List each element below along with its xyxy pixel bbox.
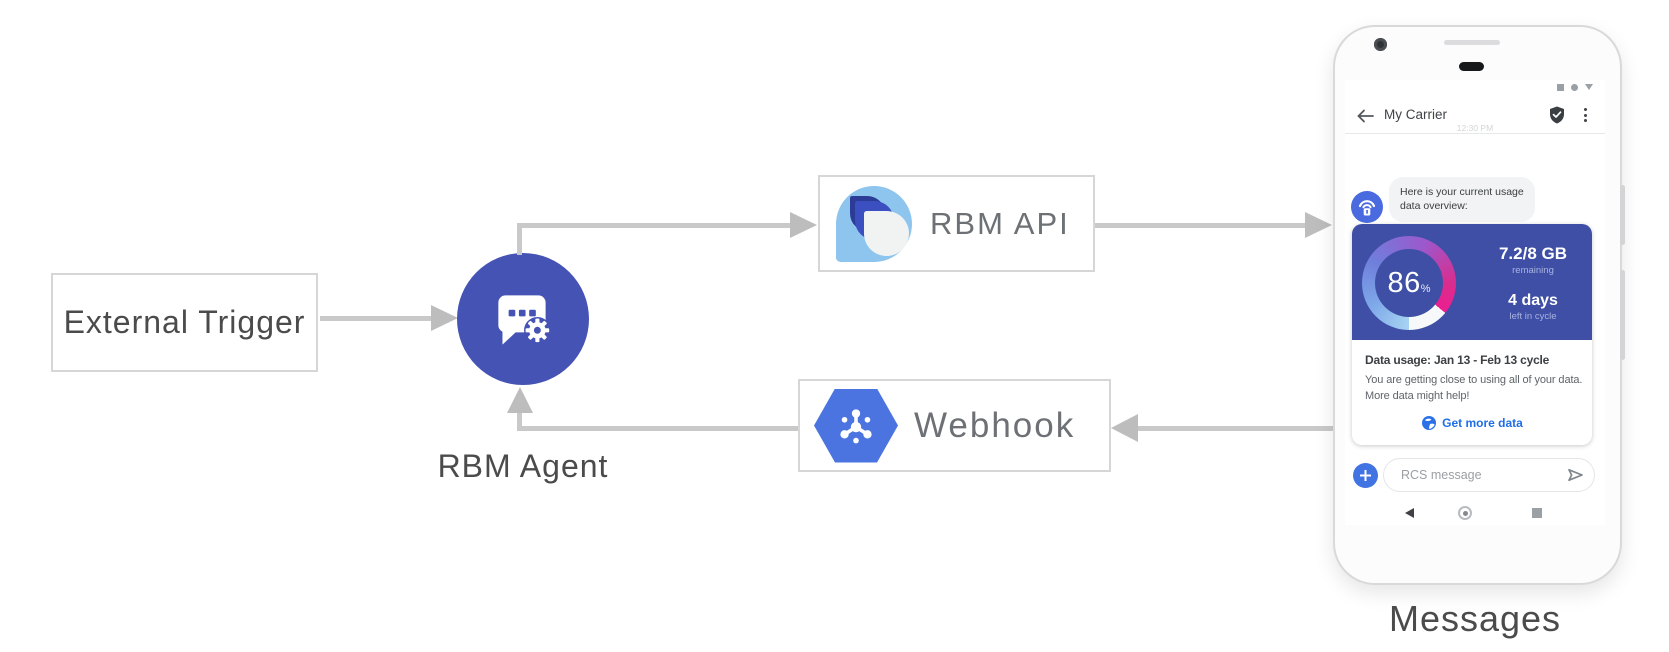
verified-shield-icon[interactable] <box>1549 106 1565 124</box>
nav-recents-button[interactable] <box>1532 508 1542 518</box>
arrow-webhook-to-agent-head <box>507 387 533 413</box>
usage-card-chart-panel: 86% 7.2/8 GB remaining 4 days left in cy… <box>1352 224 1592 340</box>
status-triangle-icon <box>1585 84 1593 90</box>
external-trigger-label: External Trigger <box>63 304 306 340</box>
usage-card-heading: Data usage: Jan 13 - Feb 13 cycle <box>1365 353 1550 367</box>
agent-message-bubble: Here is your current usage data overview… <box>1389 177 1535 222</box>
rbm-agent-node <box>457 253 589 385</box>
rbm-api-label: RBM API <box>930 205 1070 241</box>
webhook-label: Webhook <box>914 405 1076 445</box>
status-circle-icon <box>1571 83 1578 91</box>
get-more-data-label: Get more data <box>1442 415 1523 430</box>
plus-icon <box>1360 470 1371 481</box>
usage-card: 86% 7.2/8 GB remaining 4 days left in cy… <box>1352 224 1592 445</box>
usage-card-body-line-1: You are getting close to using all of yo… <box>1365 374 1583 386</box>
external-trigger-box: External Trigger <box>51 273 318 372</box>
rcs-message-input[interactable] <box>1399 467 1566 483</box>
appbar-divider <box>1345 133 1605 134</box>
quota-value: 7.2/8 GB <box>1498 244 1568 263</box>
nav-home-button[interactable] <box>1458 506 1472 520</box>
chat-gear-icon <box>498 295 551 345</box>
usage-gauge: 86% <box>1362 236 1456 330</box>
conversation-title: My Carrier <box>1384 107 1447 122</box>
line-api-to-phone <box>1095 223 1306 228</box>
phone-earpiece <box>1459 62 1484 71</box>
phone-volume-button <box>1620 270 1625 360</box>
overflow-menu-icon[interactable] <box>1584 108 1587 122</box>
days-value: 4 days <box>1508 292 1558 309</box>
bubble-line-1: Here is your current usage <box>1400 186 1524 198</box>
line-webhook-to-agent <box>517 426 798 431</box>
line-phone-to-webhook <box>1135 426 1333 431</box>
quota-caption: remaining <box>1512 265 1554 276</box>
status-bar <box>1557 83 1593 91</box>
send-icon[interactable] <box>1566 467 1584 483</box>
gauge-percent-unit: % <box>1420 282 1431 295</box>
nav-back-button[interactable] <box>1405 508 1414 518</box>
days-caption: left in cycle <box>1509 311 1557 322</box>
phone-speaker-slot <box>1444 40 1500 45</box>
line-webhook-up <box>517 412 522 431</box>
attach-plus-button[interactable] <box>1353 463 1378 488</box>
bubble-line-2: data overview: <box>1400 200 1468 213</box>
messages-app-screen: My Carrier 12:30 PM Here is your current… <box>1345 80 1605 525</box>
arrow-api-to-phone-head <box>1305 212 1332 238</box>
messages-caption: Messages <box>1388 598 1562 639</box>
rbm-agent-label: RBM Agent <box>437 448 609 484</box>
webhook-box: Webhook <box>798 379 1111 472</box>
phone-power-button <box>1620 185 1625 245</box>
phone-camera <box>1374 38 1387 51</box>
arrow-phone-to-webhook-head <box>1111 414 1138 442</box>
rbm-api-box: RBM API <box>818 175 1095 272</box>
usage-card-body-line-2: More data might help! <box>1365 389 1470 402</box>
antenna-icon <box>1358 200 1376 216</box>
message-input-pill[interactable] <box>1383 458 1595 492</box>
webhook-hexagon-icon <box>814 388 898 463</box>
agent-avatar <box>1351 191 1383 223</box>
rbm-api-logo-icon <box>836 185 912 262</box>
get-more-data-button[interactable]: Get more data <box>1365 415 1580 430</box>
arrow-trigger-to-agent-head <box>431 305 458 331</box>
status-square-icon <box>1557 83 1564 91</box>
globe-icon <box>1422 415 1437 430</box>
arrow-trigger-to-agent-line <box>320 316 432 321</box>
gauge-percent-value: 86 <box>1387 266 1421 299</box>
arrow-agent-to-api-head <box>790 212 817 238</box>
line-agent-to-api <box>517 223 791 228</box>
chat-timestamp: 12:30 PM <box>1456 123 1494 133</box>
back-arrow-icon[interactable] <box>1357 109 1374 123</box>
line-agent-up <box>517 226 522 255</box>
